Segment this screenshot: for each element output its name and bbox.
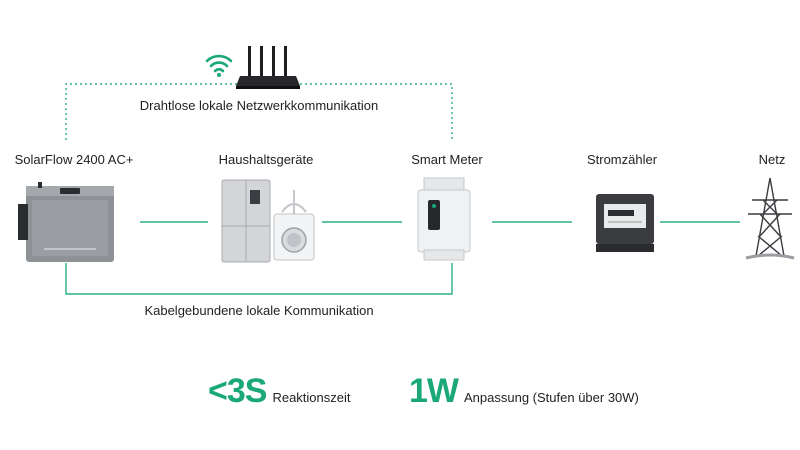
wireless-caption: Drahtlose lokale Netzwerkkommunikation xyxy=(139,98,379,113)
label-solarflow: SolarFlow 2400 AC+ xyxy=(14,152,134,167)
stat-adjustment: 1W Anpassung (Stufen über 30W) xyxy=(409,372,639,410)
fridge-washer-icon xyxy=(221,179,315,263)
electricity-meter-icon xyxy=(596,194,654,252)
label-smartmeter: Smart Meter xyxy=(411,152,483,167)
label-appliances: Haushaltsgeräte xyxy=(218,152,314,167)
wifi-icon xyxy=(205,54,233,77)
wifi-router-icon xyxy=(236,46,300,89)
battery-storage-icon xyxy=(18,182,114,262)
wired-connection-line xyxy=(65,263,453,295)
label-netz: Netz xyxy=(758,152,786,167)
stat-response-time: <3S Reaktionszeit xyxy=(208,372,351,410)
smart-meter-icon xyxy=(417,177,471,261)
stat-adjustment-value: 1W xyxy=(409,372,459,410)
stat-response-value: <3S xyxy=(208,372,267,410)
wired-caption: Kabelgebundene lokale Kommunikation xyxy=(144,303,374,318)
stat-adjustment-desc: Anpassung (Stufen über 30W) xyxy=(464,390,639,405)
wireless-connection-line xyxy=(65,83,453,140)
stat-response-desc: Reaktionszeit xyxy=(272,390,351,405)
power-tower-icon xyxy=(745,177,795,260)
label-stromzaehler: Stromzähler xyxy=(586,152,658,167)
